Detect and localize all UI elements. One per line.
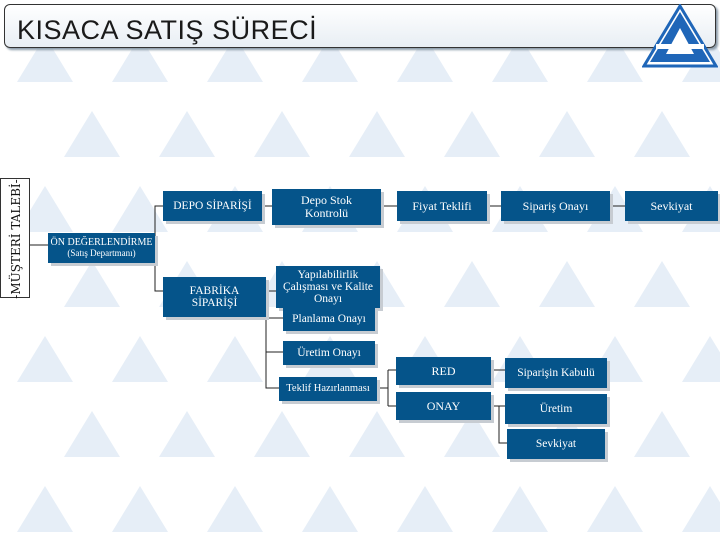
watermark-logo-icon bbox=[397, 36, 453, 82]
fabrika-siparisi-box: FABRİKA SİPARİŞİ bbox=[163, 277, 266, 317]
triangle-a-logo-icon bbox=[642, 4, 718, 68]
siparisin-kabulu-box: Siparişin Kabulü bbox=[505, 358, 607, 388]
watermark-logo-icon bbox=[302, 486, 358, 532]
watermark-logo-icon bbox=[64, 261, 120, 307]
watermark-logo-icon bbox=[302, 36, 358, 82]
watermark-logo-icon bbox=[64, 411, 120, 457]
watermark-logo-icon bbox=[207, 486, 263, 532]
watermark-logo-icon bbox=[539, 111, 595, 157]
musteri-talebi-label: -MÜŞTERİ TALEBİ- bbox=[0, 178, 30, 299]
watermark-logo-icon bbox=[254, 411, 310, 457]
uretim-box: Üretim bbox=[505, 394, 607, 424]
on-degerlendirme-box: ÖN DEĞERLENDİRME (Satış Departmanı) bbox=[48, 233, 155, 263]
watermark-logo-icon bbox=[17, 186, 73, 232]
page-title: KISACA SATIŞ SÜRECİ bbox=[17, 15, 318, 45]
watermark-logo-icon bbox=[17, 486, 73, 532]
depo-stok-kontrolu-box: Depo Stok Kontrolü bbox=[272, 189, 381, 225]
depo-siparisi-label: DEPO SİPARİŞİ bbox=[173, 199, 252, 212]
sevkiyat-top-box: Sevkiyat bbox=[625, 191, 718, 221]
watermark-logo-icon bbox=[444, 111, 500, 157]
onay-box: ONAY bbox=[396, 392, 491, 420]
watermark-logo-icon bbox=[112, 486, 168, 532]
onay-label: ONAY bbox=[426, 398, 461, 413]
siparis-onayi-label: Sipariş Onayı bbox=[522, 198, 589, 213]
teklif-hazirlanmasi-box: Teklif Hazırlanması bbox=[279, 377, 377, 401]
watermark-logo-icon bbox=[349, 411, 405, 457]
yapilabilirlik-label: Yapılabilirlik Çalışması ve Kalite Onayı bbox=[282, 268, 374, 306]
planlama-onayi-box: Planlama Onayı bbox=[283, 307, 375, 331]
watermark-logo-icon bbox=[349, 111, 405, 157]
planlama-onayi-label: Planlama Onayı bbox=[292, 312, 366, 325]
watermark-logo-icon bbox=[17, 336, 73, 382]
siparisin-kabulu-label: Siparişin Kabulü bbox=[517, 366, 595, 379]
watermark-logo-icon bbox=[17, 36, 73, 82]
watermark-logo-icon bbox=[444, 261, 500, 307]
sevkiyat-bottom-box: Sevkiyat bbox=[507, 429, 605, 459]
uretim-onayi-label: Üretim Onayı bbox=[297, 346, 361, 359]
fiyat-teklifi-box: Fiyat Teklifi bbox=[397, 191, 487, 221]
sevkiyat-bottom-label: Sevkiyat bbox=[535, 437, 577, 450]
watermark-logo-icon bbox=[587, 486, 643, 532]
siparis-onayi-box: Sipariş Onayı bbox=[501, 191, 610, 221]
watermark-logo-icon bbox=[254, 111, 310, 157]
depo-siparisi-box: DEPO SİPARİŞİ bbox=[163, 191, 262, 221]
watermark-logo-icon bbox=[587, 36, 643, 82]
sevkiyat-top-label: Sevkiyat bbox=[650, 198, 693, 213]
watermark-logo-icon bbox=[634, 111, 690, 157]
watermark-logo-icon bbox=[539, 261, 595, 307]
yapilabilirlik-box: Yapılabilirlik Çalışması ve Kalite Onayı bbox=[276, 266, 380, 308]
red-box: RED bbox=[396, 357, 491, 385]
watermark-logo-icon bbox=[112, 36, 168, 82]
watermark-logo-icon bbox=[207, 336, 263, 382]
teklif-hazirlanmasi-label: Teklif Hazırlanması bbox=[286, 383, 370, 395]
title-bar: KISACA SATIŞ SÜRECİ bbox=[4, 4, 716, 48]
watermark-logo-icon bbox=[444, 411, 500, 457]
watermark-logo-icon bbox=[492, 486, 548, 532]
fabrika-siparisi-label: FABRİKA SİPARİŞİ bbox=[189, 284, 240, 309]
watermark-logo-icon bbox=[397, 486, 453, 532]
watermark-logo-icon bbox=[159, 111, 215, 157]
on-degerlendirme-subtitle: (Satış Departmanı) bbox=[67, 247, 136, 258]
watermark-logo-icon bbox=[64, 111, 120, 157]
uretim-label: Üretim bbox=[539, 402, 573, 415]
watermark-logo-icon bbox=[682, 336, 720, 382]
watermark-logo-icon bbox=[682, 486, 720, 532]
watermark-logo-icon bbox=[634, 261, 690, 307]
watermark-logo-icon bbox=[112, 336, 168, 382]
watermark-logo-icon bbox=[634, 411, 690, 457]
on-degerlendirme-title: ÖN DEĞERLENDİRME bbox=[50, 237, 153, 249]
fiyat-teklifi-label: Fiyat Teklifi bbox=[412, 198, 472, 213]
watermark-logo-icon bbox=[207, 36, 263, 82]
watermark-logo-icon bbox=[492, 36, 548, 82]
uretim-onayi-box: Üretim Onayı bbox=[283, 341, 375, 365]
watermark-logo-icon bbox=[159, 411, 215, 457]
depo-stok-kontrolu-label: Depo Stok Kontrolü bbox=[301, 193, 352, 220]
watermark-logo-icon bbox=[112, 186, 168, 232]
red-label: RED bbox=[431, 363, 456, 378]
